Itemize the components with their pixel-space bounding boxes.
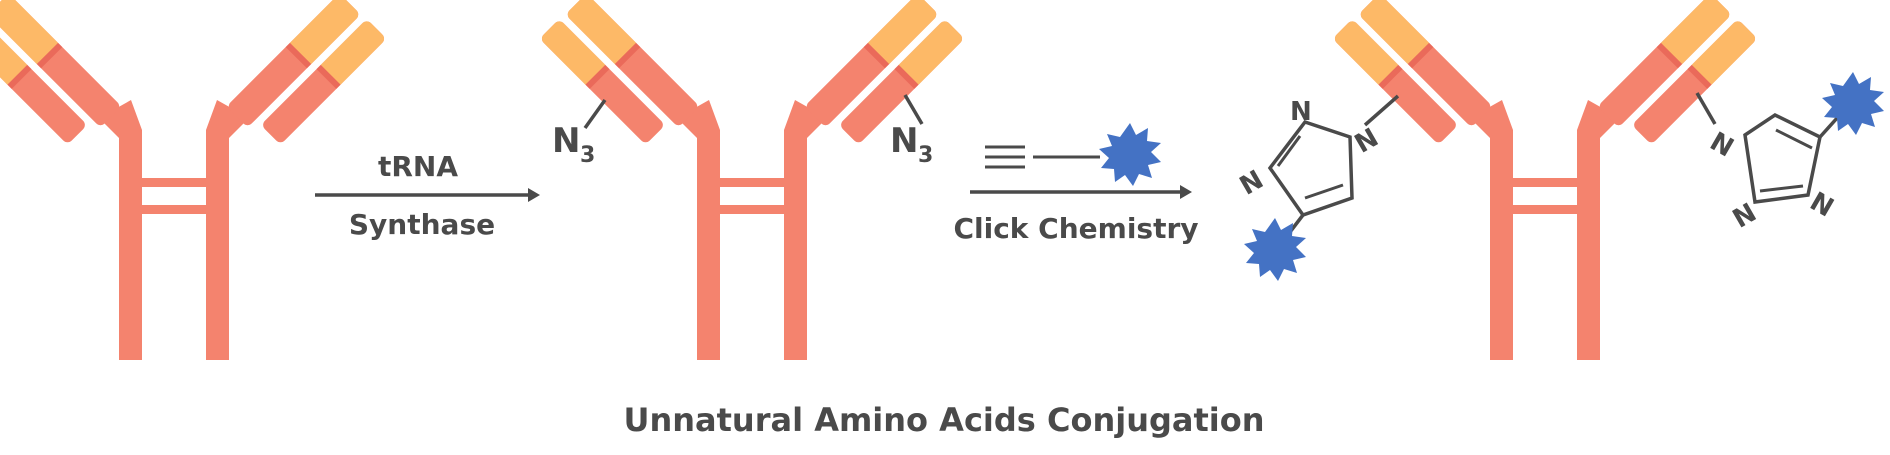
azide-left-n: N — [552, 121, 580, 161]
triazole-right-n1: N — [1705, 127, 1739, 164]
azide-right-n: N — [890, 121, 918, 161]
azide-right-sub: 3 — [918, 143, 933, 168]
antibody-conjugated — [1332, 0, 1758, 360]
triazole-left-n2: N — [1350, 123, 1384, 160]
triazole-right: N N N — [1695, 72, 1884, 235]
azide-right: N 3 — [890, 94, 933, 168]
label-synthase: Synthase — [349, 208, 495, 241]
azide-left-sub: 3 — [580, 143, 595, 168]
arrow-trna-synthase — [315, 188, 540, 202]
arrow-click-chemistry — [970, 185, 1192, 199]
azide-left: N 3 — [552, 98, 607, 168]
triazole-left: N N N — [1235, 94, 1400, 281]
alkyne-payload-reagent — [985, 123, 1161, 186]
triazole-left-n1: N — [1290, 97, 1312, 127]
antibody-azide — [539, 0, 965, 360]
diagram-caption: Unnatural Amino Acids Conjugation — [623, 401, 1264, 439]
antibody-unmodified — [0, 0, 387, 360]
triazole-left-n3: N — [1235, 165, 1269, 202]
label-trna: tRNA — [378, 150, 458, 183]
label-click-chemistry: Click Chemistry — [953, 212, 1198, 245]
